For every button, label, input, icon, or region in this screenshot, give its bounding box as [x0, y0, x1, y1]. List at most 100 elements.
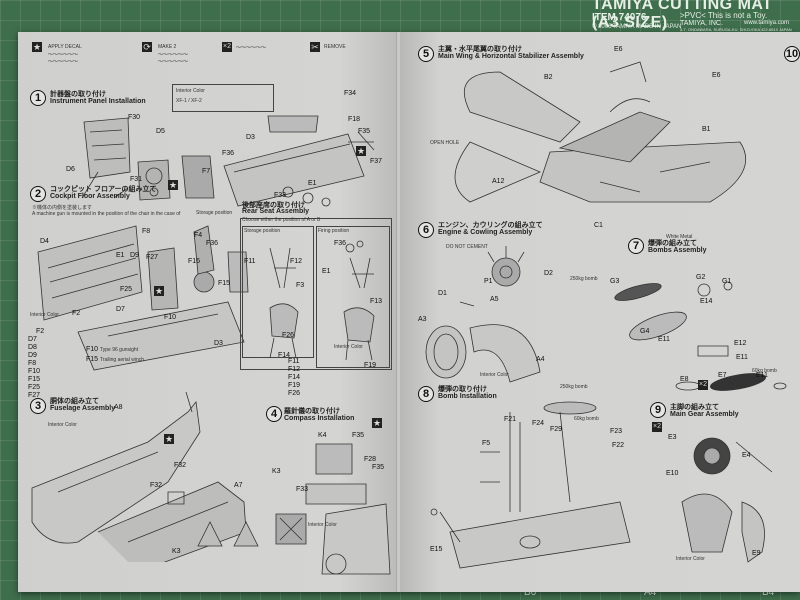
- open-hole-note: OPEN HOLE: [430, 140, 460, 146]
- part-label: F33: [274, 192, 287, 199]
- part-label: F35: [358, 128, 371, 135]
- part-label: A12: [492, 178, 505, 185]
- rear-parts-list: F11 F12 F14 F19 F26: [288, 358, 300, 398]
- part-label: F22: [612, 442, 625, 449]
- part-label: F3: [296, 282, 305, 289]
- mat-item-number: ITEM 74076: [592, 12, 647, 23]
- step-2-title-en: Cockpit Floor Assembly: [50, 193, 130, 200]
- step-7-title-jp: 爆弾の組み立て: [648, 240, 697, 247]
- part-label: F5: [482, 440, 491, 447]
- part-label: B1: [702, 126, 711, 133]
- part-label: F32: [174, 462, 187, 469]
- bomb-60-note-8: 60kg bomb: [574, 416, 599, 422]
- part-label: F27: [146, 254, 159, 261]
- step-1-title-jp: 計器盤の取り付け: [50, 91, 106, 98]
- part-label: D1: [438, 290, 447, 297]
- part-label: A4: [536, 356, 545, 363]
- rear-interior-note: Interior Color: [334, 344, 363, 350]
- part-label: E9: [752, 550, 761, 557]
- rear-seat-box: [240, 218, 392, 370]
- step-4-number: 4: [266, 406, 282, 422]
- step-8-title-en: Bomb Installation: [438, 393, 497, 400]
- part-label: D3: [214, 340, 223, 347]
- step-9-title-en: Main Gear Assembly: [670, 411, 739, 418]
- part-label: D7: [116, 306, 125, 313]
- part-label: E15: [430, 546, 443, 553]
- bomb-250-note: 250kg bomb: [570, 276, 598, 282]
- part-label: E1: [322, 268, 331, 275]
- part-label: E8: [680, 376, 689, 383]
- make-2-icon: ×2: [652, 422, 662, 432]
- legend-make-2: MAKE 2: [158, 44, 177, 50]
- part-label: P1: [484, 278, 493, 285]
- f10-note: Type 96 gunsight: [100, 347, 139, 353]
- part-label: F11: [244, 258, 256, 265]
- decal-mark-icon: ★: [168, 180, 178, 190]
- part-label: F4: [194, 232, 203, 239]
- step-8-title-jp: 爆弾の取り付け: [438, 386, 487, 393]
- part-label: D3: [246, 134, 255, 141]
- step-2-parts-list: D7 D8 D9 F8 F10 F15 F25 F27: [28, 336, 40, 400]
- step-1-color-note: Interior Color: [176, 88, 205, 94]
- step-2-interior-note: Interior Color: [30, 312, 59, 318]
- part-label: E4: [742, 452, 751, 459]
- list-item: F25: [28, 384, 41, 391]
- step-1-title-en: Instrument Panel Installation: [50, 98, 146, 105]
- mat-edge-label: A4: [644, 587, 657, 598]
- instruction-booklet: ★ APPLY DECAL ～～～～～～ ～～～～～～ ⟳ MAKE 2 ～～～…: [18, 32, 800, 592]
- rear-option-b: [316, 226, 390, 368]
- left-page: ★ APPLY DECAL ～～～～～～ ～～～～～～ ⟳ MAKE 2 ～～～…: [18, 32, 397, 592]
- part-label: D6: [66, 166, 75, 173]
- part-label: G3: [610, 278, 620, 285]
- decal-mark-icon: ★: [154, 286, 164, 296]
- mat-edge-label: B4: [762, 587, 775, 598]
- legend-remove: REMOVE: [324, 44, 346, 50]
- part-label: F2: [36, 328, 45, 335]
- list-item: F12: [288, 366, 301, 373]
- step-2-note-en: A machine gun is mounted in the position…: [32, 211, 181, 217]
- step-2-note-jp: ※機体の内側を塗装します: [32, 205, 93, 211]
- step-3-title-en: Fuselage Assembly: [50, 405, 116, 412]
- list-item: D9: [28, 352, 37, 359]
- part-label: E11: [736, 354, 748, 361]
- part-label: K3: [172, 548, 181, 555]
- make-2-count: ×2: [699, 381, 707, 388]
- mat-address: 3-7, ONDAWARA, SURUGA-KU, SHIZUOKA 422-8…: [680, 27, 792, 32]
- part-label: F33: [296, 486, 309, 493]
- step-1-color-box: [172, 84, 274, 112]
- step-6-title-en: Engine & Cowling Assembly: [438, 229, 533, 236]
- list-item: F8: [28, 360, 37, 367]
- make-2-count: ×2: [653, 423, 661, 430]
- part-label: D2: [544, 270, 553, 277]
- part-label: E6: [712, 72, 721, 79]
- part-label: F36: [206, 240, 219, 247]
- step-7-title-en: Bombs Assembly: [648, 247, 707, 254]
- step-3-interior-note: Interior Color: [48, 422, 77, 428]
- step-6-interior-note: Interior Color: [480, 372, 509, 378]
- step-2-title-jp: コックピット フロアーの組み立て: [50, 186, 157, 193]
- step-9-number: 9: [650, 402, 666, 418]
- part-label: E1: [116, 252, 125, 259]
- part-label: E14: [700, 298, 713, 305]
- part-label: F24: [532, 420, 545, 427]
- part-label: F8: [142, 228, 151, 235]
- rear-seat-note: Choose either the position of A or B: [242, 217, 321, 223]
- step-2-drawing: [37, 225, 249, 371]
- bomb-250-note-8: 250kg bomb: [560, 384, 588, 390]
- part-label: C1: [594, 222, 603, 229]
- step-10-number: 10: [784, 46, 800, 62]
- part-label: E3: [668, 434, 677, 441]
- option-b-label: Firing position: [318, 228, 350, 234]
- rear-seat-title-en: Rear Seat Assembly: [242, 208, 310, 215]
- step-2-number: 2: [30, 186, 46, 202]
- decal-mark-icon: ★: [372, 418, 382, 428]
- part-label: A3: [418, 316, 427, 323]
- step-1-color-note-2: XF-1 / XF-2: [176, 98, 202, 104]
- part-label: F36: [334, 240, 347, 247]
- part-label: E12: [734, 340, 747, 347]
- part-label: A7: [234, 482, 243, 489]
- step-5-title-en: Main Wing & Horizontal Stabilizer Assemb…: [438, 53, 584, 60]
- step-4-title-en: Compass Installation: [284, 415, 355, 422]
- step-9-title-jp: 主脚の組み立て: [670, 404, 719, 411]
- option-a-label: Storage position: [244, 228, 281, 234]
